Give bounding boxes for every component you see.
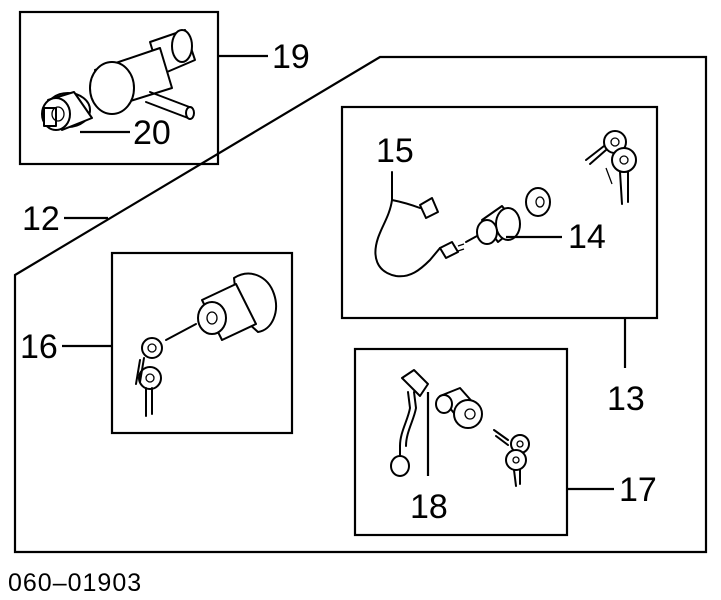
callout-12: 12 <box>22 200 60 238</box>
callout-20: 20 <box>133 114 171 152</box>
callout-19: 19 <box>272 38 310 76</box>
trunk-lock-set-17 <box>390 369 530 487</box>
callout-14: 14 <box>568 218 606 256</box>
callout-15: 15 <box>376 132 414 170</box>
inset-box-19 <box>18 10 220 166</box>
inset-box-13 <box>340 105 659 320</box>
diagram-code: 060–01903 <box>8 569 142 597</box>
callout-13: 13 <box>607 380 645 418</box>
callout-17: 17 <box>619 471 657 509</box>
door-lock-set-13 <box>374 130 637 278</box>
callout-16: 16 <box>20 328 58 366</box>
callout-18: 18 <box>410 488 448 526</box>
ignition-switch-assembly-19 <box>41 29 196 131</box>
inset-box-16 <box>110 251 294 435</box>
lock-cylinder-16 <box>135 272 277 417</box>
assembly-frame-12 <box>13 55 708 554</box>
inset-box-17 <box>353 347 569 537</box>
